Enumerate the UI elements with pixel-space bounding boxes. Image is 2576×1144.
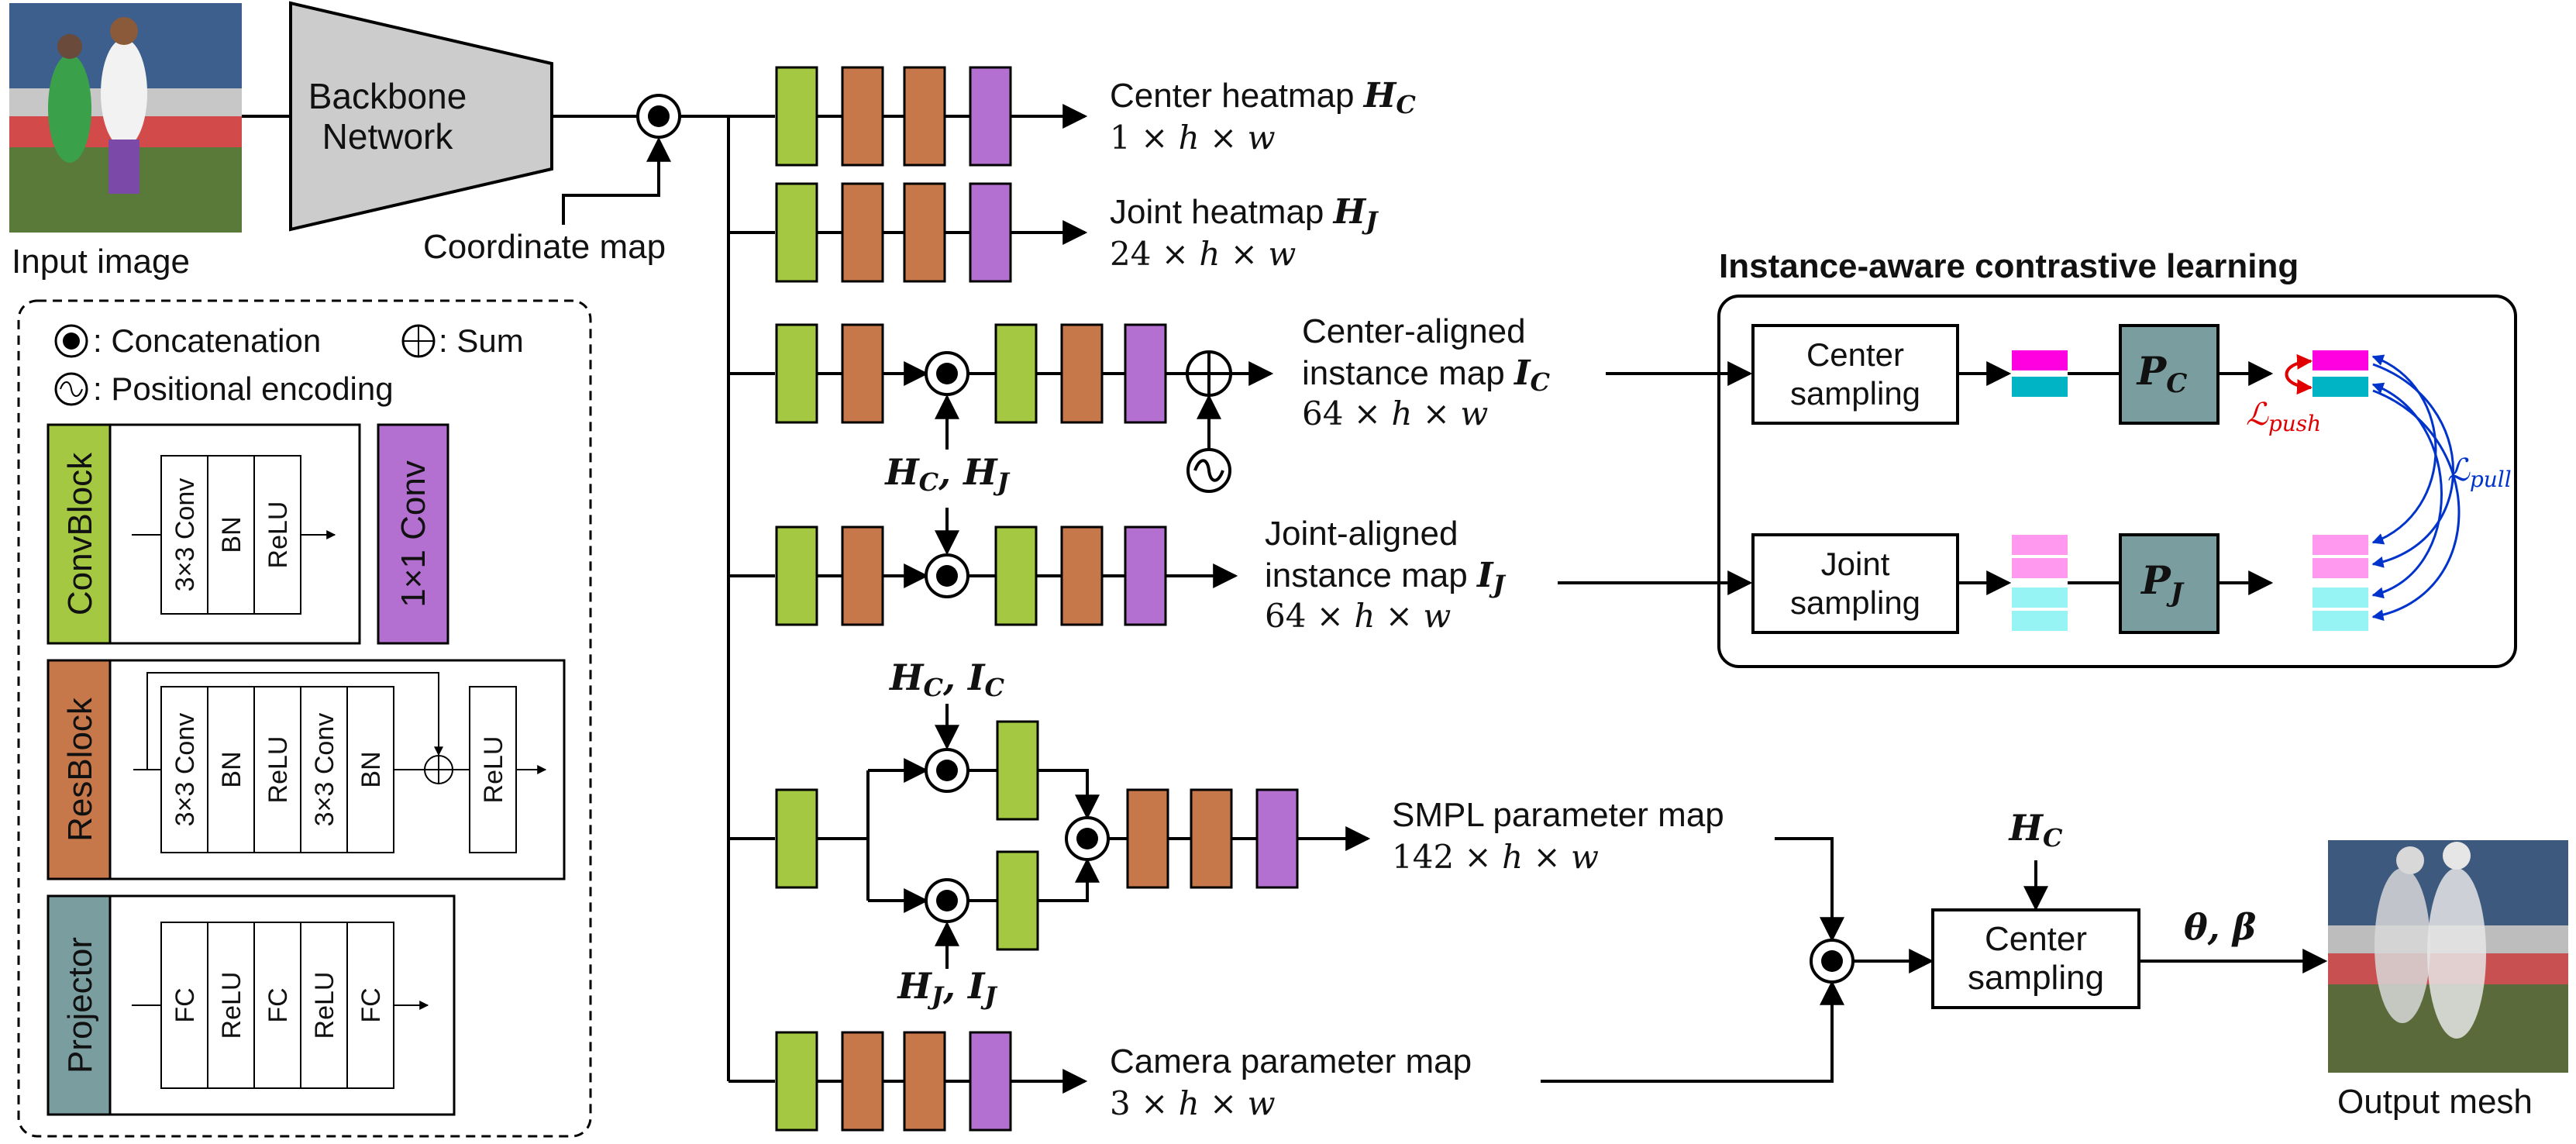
joint-sampling-label-1: Joint xyxy=(1821,546,1890,582)
final-sampling-label-2: sampling xyxy=(1968,959,2104,997)
legend-conv1x1-label: 1×1 Conv xyxy=(394,460,432,608)
projector-layer-relu1: ReLU xyxy=(217,972,246,1039)
backbone-label-2: Network xyxy=(322,116,454,157)
center-heatmap-dims: 1 × h × w xyxy=(1110,119,1276,157)
output-mesh-caption: Output mesh xyxy=(2337,1083,2533,1121)
input-image-caption: Input image xyxy=(12,243,190,281)
head-center-instance xyxy=(775,323,1274,493)
resblock-layer-relu2: ReLU xyxy=(479,736,508,804)
convblock-layer-conv: 3×3 Conv xyxy=(170,478,200,592)
joint-instance-dims: 64 × h × w xyxy=(1265,597,1451,635)
resblock-layer-relu1: ReLU xyxy=(263,736,293,804)
camera-dims: 3 × h × w xyxy=(1110,1084,1276,1122)
center-heatmap-label: Center heatmap HC xyxy=(1110,76,1416,119)
legend-concat-label: : Concatenation xyxy=(93,322,321,359)
center-instance-dims: 64 × h × w xyxy=(1302,395,1488,432)
legend-resblock-title: ResBlock xyxy=(61,697,99,842)
legend-conv1x1 xyxy=(377,423,449,645)
output-mesh-image xyxy=(2328,840,2568,1073)
center-instance-label-1: Center-aligned xyxy=(1302,312,1526,350)
projector-layer-fc3: FC xyxy=(356,987,386,1022)
joint-sampling-box xyxy=(1751,533,1959,634)
head-camera xyxy=(775,1031,1088,1132)
projector-pc xyxy=(2119,324,2220,425)
input-hc-hj: HC, HJ xyxy=(883,451,1010,497)
input-image xyxy=(9,3,242,233)
center-features xyxy=(2012,350,2068,397)
pull-loss-label: ℒpull xyxy=(2447,453,2512,492)
convblock-layer-bn: BN xyxy=(217,516,246,553)
legend-projector-title: Projector xyxy=(61,937,99,1073)
head-center-heatmap xyxy=(775,66,1088,167)
concat-node-main xyxy=(636,94,681,139)
projector-layer-relu2: ReLU xyxy=(310,972,339,1039)
final-sampling-label-1: Center xyxy=(1985,920,2087,958)
projected-joint-features xyxy=(2313,535,2368,631)
push-loss-label: ℒpush xyxy=(2246,397,2321,436)
theta-beta-label: θ, β xyxy=(2184,906,2256,948)
backbone-label-1: Backbone xyxy=(308,76,467,116)
legend-sum-icon xyxy=(401,324,436,358)
resblock-layer-bn1: BN xyxy=(217,751,246,787)
head-smpl xyxy=(775,704,1371,969)
resblock-layer-bn2: BN xyxy=(356,751,386,787)
joint-heatmap-dims: 24 × h × w xyxy=(1110,235,1296,273)
backbone-network xyxy=(289,1,553,232)
input-hc-ic: HC, IC xyxy=(888,656,1005,702)
legend-posenc-label: : Positional encoding xyxy=(93,370,394,407)
head-joint-instance xyxy=(775,508,1238,626)
pc-label: PC xyxy=(2136,348,2188,399)
resblock-layer-conv2: 3×3 Conv xyxy=(310,713,339,827)
pull-arrows xyxy=(2371,354,2461,622)
legend-concat-icon xyxy=(54,324,88,358)
resblock-layer-conv1: 3×3 Conv xyxy=(170,713,200,827)
smpl-label: SMPL parameter map xyxy=(1392,796,1724,834)
convblock-layer-relu: ReLU xyxy=(263,501,293,569)
coordinate-map-label: Coordinate map xyxy=(423,228,666,266)
input-hc-final: HC xyxy=(2008,807,2063,853)
joint-sampling-label-2: sampling xyxy=(1790,584,1920,621)
legend-posenc-icon xyxy=(54,372,88,406)
center-sampling-label-1: Center xyxy=(1806,336,1904,373)
projector-pj xyxy=(2119,533,2220,634)
joint-features xyxy=(2012,535,2068,631)
projector-layer-fc1: FC xyxy=(170,987,200,1022)
joint-instance-label-2: instance map IJ xyxy=(1265,556,1507,599)
projector-layer-fc2: FC xyxy=(263,987,293,1022)
center-sampling-label-2: sampling xyxy=(1790,375,1920,412)
center-instance-label-2: instance map IC xyxy=(1302,353,1551,397)
projected-center-features xyxy=(2313,350,2368,397)
input-hj-ij: HJ, IJ xyxy=(896,965,997,1011)
legend-convblock-title: ConvBlock xyxy=(61,452,99,615)
pj-label: PJ xyxy=(2140,557,2185,608)
push-arrow xyxy=(2285,353,2313,395)
joint-heatmap-label: Joint heatmap HJ xyxy=(1110,192,1379,236)
concat-node-final xyxy=(1810,939,1855,984)
joint-instance-label-1: Joint-aligned xyxy=(1265,515,1458,553)
smpl-dims: 142 × h × w xyxy=(1392,838,1599,876)
contrastive-title: Instance-aware contrastive learning xyxy=(1719,247,2299,285)
camera-label: Camera parameter map xyxy=(1110,1042,1472,1080)
head-joint-heatmap xyxy=(775,182,1088,283)
legend-sum-label: : Sum xyxy=(439,322,524,359)
center-sampling-box xyxy=(1751,324,1959,425)
